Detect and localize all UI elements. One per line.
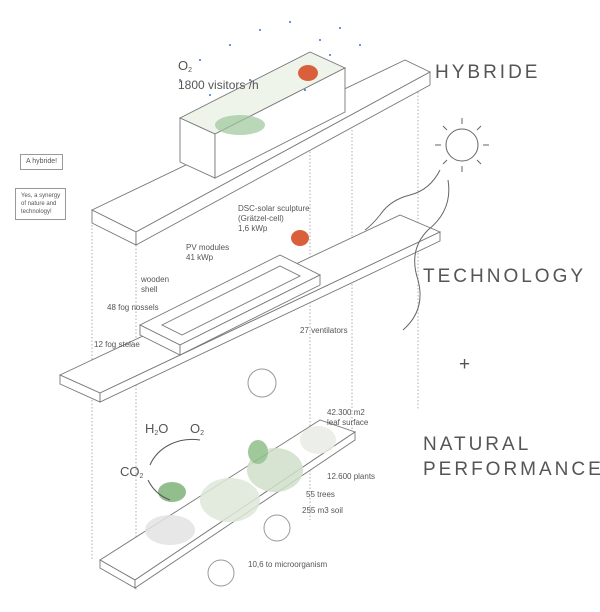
technology-level-slab bbox=[58, 214, 442, 403]
pv-modules-label: PV modules 41 kWp bbox=[186, 243, 230, 262]
speech-bubble-synergy: Yes, a synergy of nature and technology! bbox=[15, 188, 67, 220]
title-technology: TECHNOLOGY bbox=[423, 266, 587, 287]
speech-bubble-hybride: A hybride! bbox=[20, 154, 64, 170]
roof-garden bbox=[215, 115, 265, 135]
sunray-wave bbox=[364, 169, 441, 231]
microorganism-label: 10,6 to microorganism bbox=[248, 560, 328, 569]
cycle-arrow-lower bbox=[147, 479, 171, 501]
visitors-label: 1800 visitors /h bbox=[178, 78, 259, 92]
microorganism-icon bbox=[207, 559, 235, 587]
sunray-wave-2 bbox=[402, 179, 450, 331]
insects-icon bbox=[263, 514, 291, 542]
soil-label: 255 m3 soil bbox=[302, 506, 343, 515]
wooden-shell-label: wooden shell bbox=[141, 275, 170, 294]
oxygen-particles bbox=[179, 21, 361, 96]
sun-icon bbox=[435, 118, 489, 172]
plus-sign: + bbox=[459, 354, 471, 375]
plants-label: 12.600 plants bbox=[327, 472, 376, 481]
vegetation bbox=[145, 426, 336, 545]
title-hybride: HYBRIDE bbox=[435, 62, 541, 83]
trees-label: 55 trees bbox=[306, 490, 335, 499]
solar-sculpture-top bbox=[298, 65, 318, 81]
leaf-surface-label: 42.300 m2 leaf surface bbox=[327, 408, 369, 427]
o2-label-top: O2 bbox=[178, 58, 193, 75]
cycle-arrow bbox=[149, 438, 201, 466]
top-level-slab bbox=[90, 51, 431, 246]
h2o-label: H2O bbox=[145, 421, 169, 438]
co2-label: CO2 bbox=[120, 464, 144, 481]
fog-nossels-label: 48 fog nossels bbox=[107, 303, 159, 312]
ventilators-label: 27 ventilators bbox=[300, 326, 348, 335]
title-natural: NATURAL bbox=[423, 434, 532, 455]
dsc-solar-label: DSC-solar sculpture (Grätzel-cell) 1,6 k… bbox=[238, 204, 310, 233]
solar-sculpture bbox=[291, 230, 309, 246]
title-performance: PERFORMANCE bbox=[423, 459, 600, 480]
o2-label: O2 bbox=[190, 421, 205, 438]
butterfly-icon bbox=[247, 368, 277, 398]
fog-stelae-label: 12 fog stelae bbox=[94, 340, 140, 349]
